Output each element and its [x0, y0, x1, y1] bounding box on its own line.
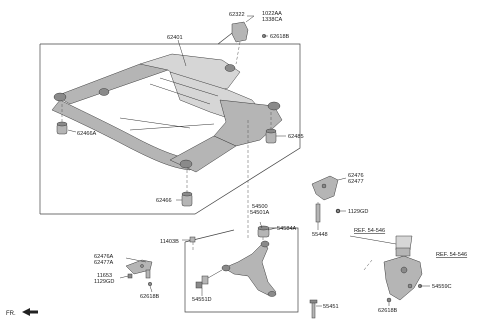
- steering-knuckle: [383, 235, 423, 303]
- label-55451: 55451: [323, 304, 339, 310]
- ref-54-546-lower: REF. 54-546: [436, 252, 467, 258]
- label-11653: 11653: [97, 273, 112, 279]
- label-54501a: 54501A: [250, 210, 270, 216]
- crossmember-subframe: [51, 53, 283, 173]
- label-62401: 62401: [167, 35, 183, 41]
- fasteners: [147, 209, 340, 287]
- bolt-55451: [309, 299, 318, 319]
- label-62322: 62322: [229, 12, 245, 18]
- bracket-62476-62477: [311, 175, 341, 223]
- label-54551d: 54551D: [192, 297, 212, 303]
- label-62618b-right: 62618B: [378, 308, 398, 314]
- label-62476: 62476: [348, 173, 364, 179]
- ref-54-546-upper: REF. 54-546: [354, 228, 385, 234]
- mount-bracket-62322: [231, 21, 267, 43]
- leader-lines: [67, 15, 430, 307]
- label-62477: 62477: [348, 179, 364, 185]
- label-54584a: 54584A: [277, 226, 297, 232]
- label-55448: 55448: [312, 232, 328, 238]
- bushing-62466: [181, 191, 193, 207]
- label-62466a: 62466A: [77, 131, 97, 137]
- label-62618b-top: 62618B: [270, 34, 290, 40]
- subframe-box: [39, 29, 301, 215]
- bushing-62466a: [56, 121, 68, 135]
- label-62476a: 62476A: [94, 254, 114, 260]
- bolt-11403b: [189, 236, 196, 243]
- label-1022aa: 1022AA: [262, 11, 282, 17]
- label-62485: 62485: [288, 134, 304, 140]
- label-1129gd-left: 1129GD: [94, 279, 114, 285]
- lower-control-arm: [221, 225, 277, 297]
- label-54500: 54500: [252, 204, 268, 210]
- bushing-62485: [265, 128, 277, 144]
- label-54559c: 54559C: [432, 284, 452, 290]
- label-62466: 62466: [156, 198, 172, 204]
- front-direction-arrow: [22, 308, 38, 316]
- label-62477a: 62477A: [94, 260, 114, 266]
- label-11403b: 11403B: [160, 239, 179, 245]
- label-62618b-left: 62618B: [140, 294, 160, 300]
- label-fr: FR.: [6, 311, 16, 317]
- ball-joint-54551d: [195, 269, 223, 289]
- label-1129gd-right: 1129GD: [348, 209, 368, 215]
- bracket-62476a-62477a: [125, 259, 153, 279]
- label-1338ca: 1338CA: [262, 17, 282, 23]
